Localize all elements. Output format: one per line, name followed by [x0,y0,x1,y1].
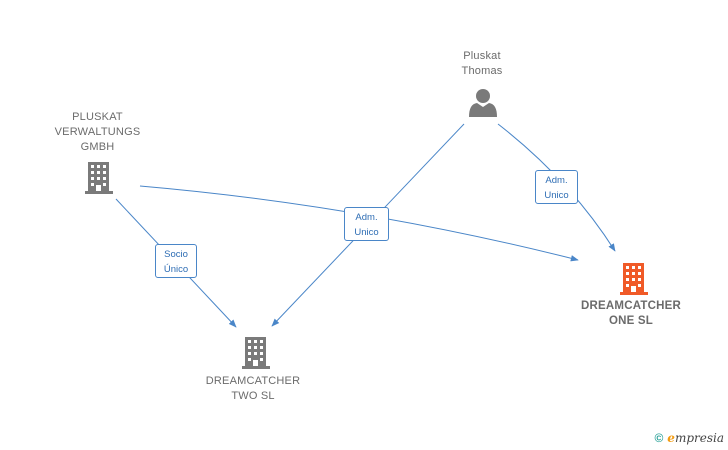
label-line: TWO SL [231,390,275,402]
person-icon[interactable] [469,89,497,117]
node-label-dreamcatcher-two[interactable]: DREAMCATCHER TWO SL [193,374,313,404]
edge-label-socio-unico[interactable]: Socio Único [155,244,197,278]
label-line: VERWALTUNGS [54,126,141,138]
edge-label-line: Adm. [545,175,568,186]
edge-label-adm-unico-center[interactable]: Adm. Unico [344,207,389,241]
brand-rest: mpresia [674,431,724,445]
label-line: Pluskat [463,50,501,62]
empresia-credit[interactable]: ©empresia [654,431,724,445]
label-line: Thomas [461,65,503,77]
building-icon-highlighted[interactable] [620,263,648,295]
label-line: PLUSKAT [72,111,123,123]
edge-label-line: Socio [164,249,188,260]
edge-label-line: Único [163,264,189,275]
label-line: GMBH [80,141,115,153]
node-label-pluskat-thomas[interactable]: Pluskat Thomas [436,49,528,79]
edge-label-line: Adm. [355,212,378,223]
building-icon[interactable] [85,160,115,194]
label-line: DREAMCATCHER [581,300,681,312]
label-line: ONE SL [608,315,653,327]
label-line: DREAMCATCHER [205,375,301,387]
edge-label-adm-unico-right[interactable]: Adm. Unico [535,170,578,204]
building-icon[interactable] [242,337,270,369]
node-label-dreamcatcher-one[interactable]: DREAMCATCHER ONE SL [568,299,694,329]
edge-label-line: Unico [544,190,569,201]
empresia-logo: empresia [667,431,724,445]
node-label-pluskat-verwaltungs[interactable]: PLUSKAT VERWALTUNGS GMBH [40,110,155,155]
copyright-icon: © [654,431,664,445]
brand-initial: e [667,431,675,445]
edge-label-line: Unico [354,227,379,238]
